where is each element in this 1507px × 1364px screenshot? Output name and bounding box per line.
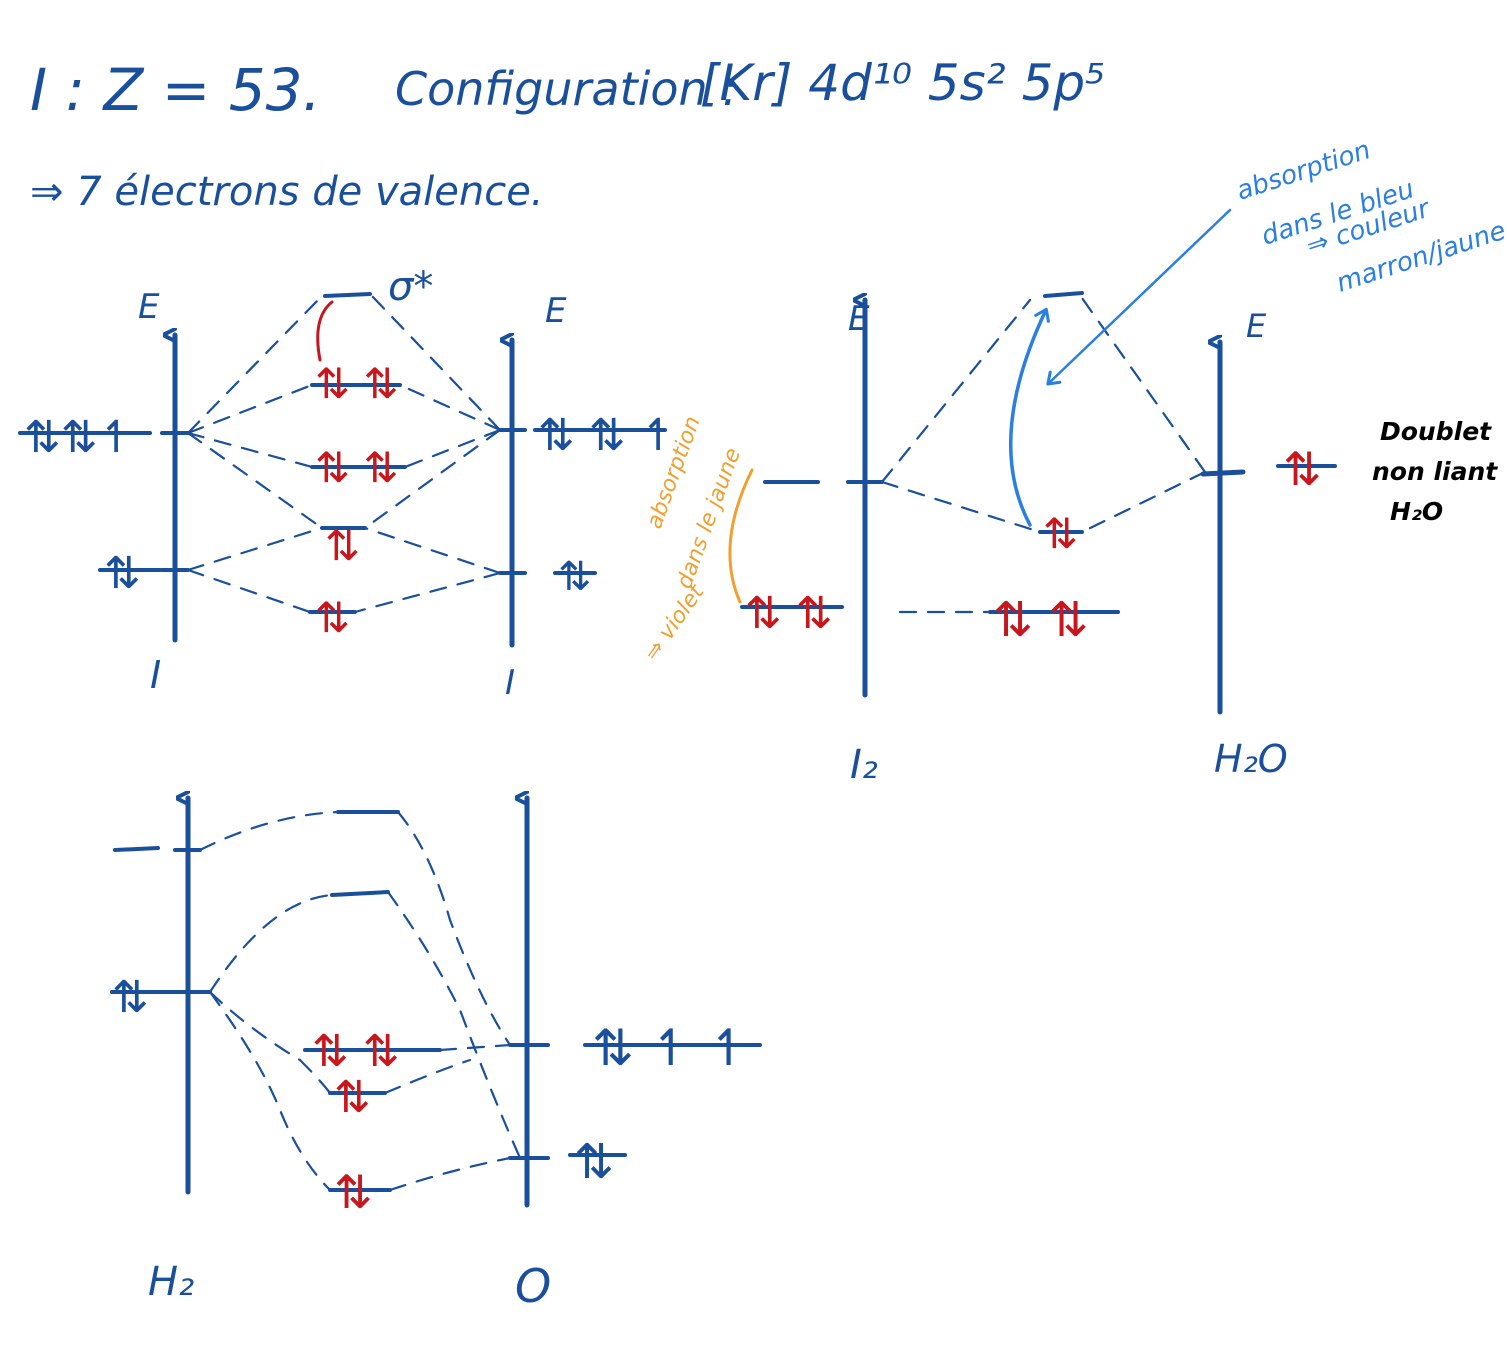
- i2-mo-diagram: [18, 292, 667, 648]
- i2-axis-label-e: E: [848, 299, 870, 339]
- h2o-axis-label: H₂O: [1214, 737, 1288, 781]
- i-right-axis-label-atom: I: [505, 663, 515, 703]
- orange-absorption-arrow: [728, 468, 754, 604]
- mo-low-electrons: ⇅: [334, 1165, 373, 1219]
- complex-occupied-electrons: ⇅ ⇅: [993, 592, 1089, 648]
- sigma-star-level: [323, 292, 372, 298]
- h2o-mo-diagram: [110, 798, 762, 1208]
- mo-nonbonding-electrons: ⇅ ⇅: [312, 1026, 400, 1077]
- o-axis-label: O: [515, 1259, 551, 1313]
- mo-sigma-s-electrons: ⇅: [315, 593, 350, 642]
- orange-note-line3: ⇒ violet: [639, 579, 710, 665]
- lone-pair-note-line3: H₂O: [1390, 497, 1443, 526]
- o-s-electrons: ⇅: [574, 1134, 614, 1190]
- header-config-label: Configuration :: [395, 62, 738, 116]
- lone-pair-note-line2: non liant: [1372, 457, 1498, 486]
- h2o-axis-label-e: E: [1246, 307, 1267, 345]
- complex-homo-electrons: ⇅: [1043, 509, 1078, 558]
- i-left-s-electrons: ⇅: [104, 548, 141, 599]
- i-right-axis-label-e: E: [545, 291, 567, 331]
- blue-absorption-note: absorption dans le bleu ⇒ couleur marron…: [1233, 135, 1507, 298]
- i-right-s-electrons: ⇅: [558, 554, 592, 600]
- i-left-axis-label-e: E: [138, 287, 160, 327]
- header-line1-prefix: I : Z = 53.: [30, 56, 321, 124]
- mo-pi-star-electrons: ⇅ ⇅: [315, 359, 399, 408]
- i-left-axis-label-atom: I: [150, 653, 161, 697]
- lone-pair-note: Doublet non liant H₂O: [1372, 417, 1498, 526]
- sigma-star-label: σ*: [388, 264, 433, 310]
- i2-h2o-interaction-diagram: [740, 291, 1337, 715]
- i-right-p-electrons: ⇅ ⇅ ↿: [538, 410, 677, 461]
- h2o-lone-pair-electrons: ⇅: [1283, 442, 1322, 496]
- i2-axis-label: I₂: [850, 742, 878, 788]
- lone-pair-note-line1: Doublet: [1380, 417, 1492, 446]
- header-config: [Kr] 4d¹⁰ 5s² 5p⁵: [700, 54, 1105, 112]
- i2-occupied-electrons: ⇅ ⇅: [745, 588, 833, 639]
- o-p-electrons: ⇅ ↿ ↿: [592, 1019, 749, 1077]
- mo-pi-electrons: ⇅ ⇅: [315, 443, 399, 492]
- h-electrons: ⇅: [112, 972, 149, 1023]
- h2-axis-label: H₂: [148, 1259, 194, 1305]
- mo-mid-electrons: ⇅: [334, 1072, 371, 1123]
- blue-absorption-arrows: [1008, 208, 1232, 527]
- mo-sigma-p-electrons: ⇅: [325, 521, 360, 570]
- i-left-p-electrons: ⇅⇅↿: [24, 412, 135, 463]
- header-line2: ⇒ 7 électrons de valence.: [30, 169, 544, 215]
